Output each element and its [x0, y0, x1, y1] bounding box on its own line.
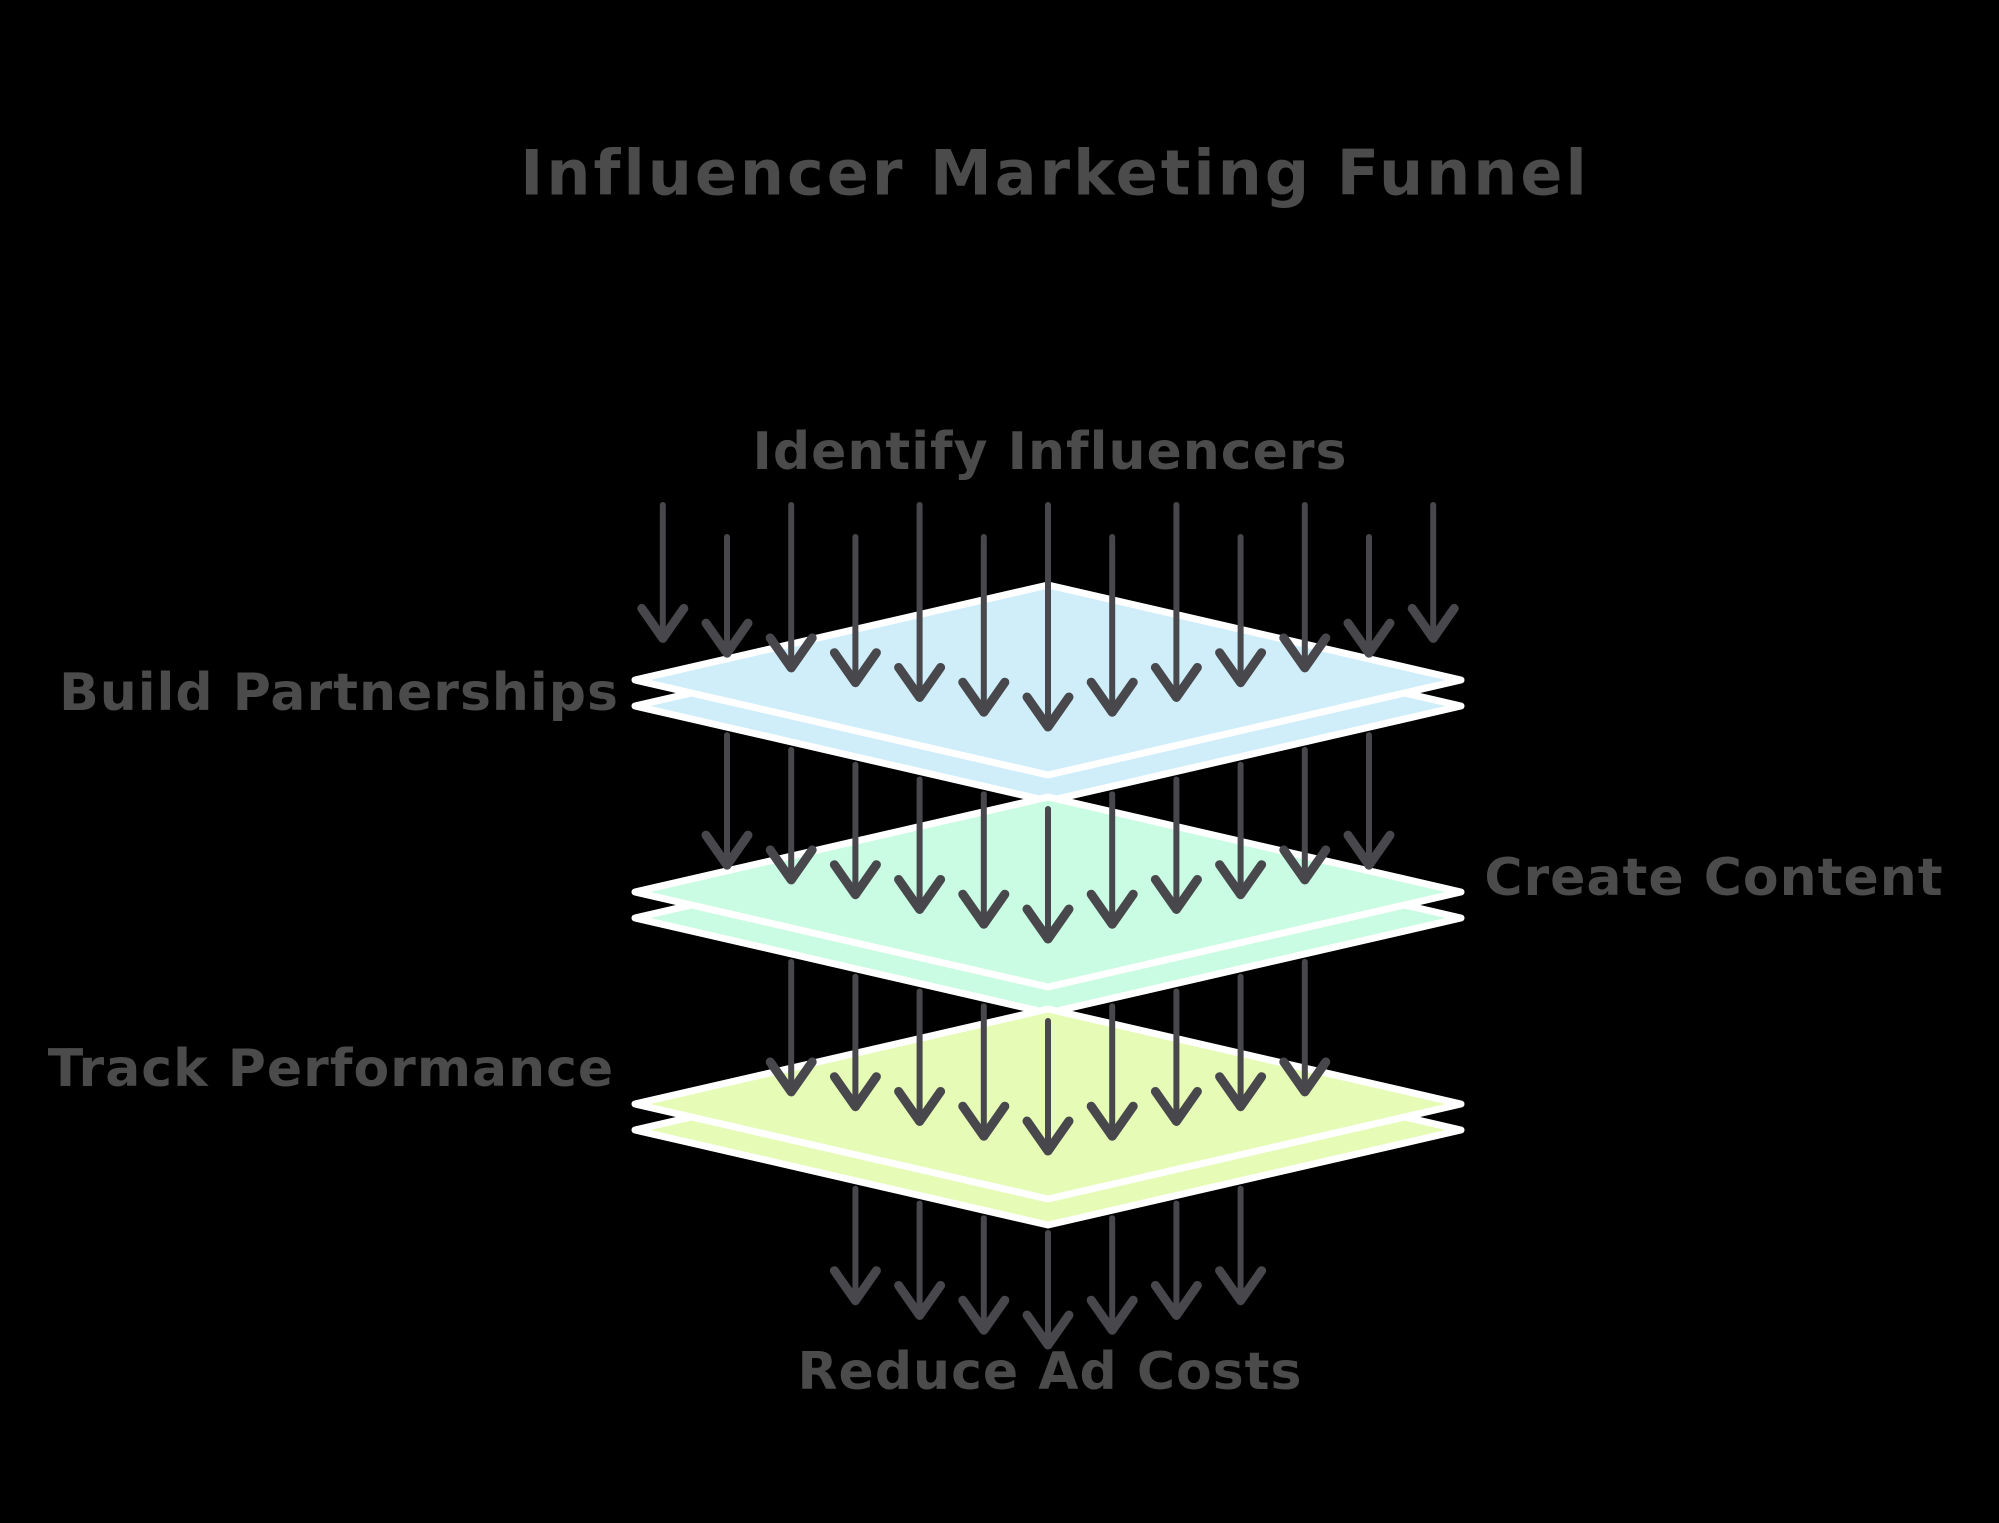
arrow-head: [1022, 1116, 1074, 1156]
funnel-shapes: [631, 502, 1465, 1350]
arrow-head: [894, 1086, 946, 1126]
page-title: Influencer Marketing Funnel: [520, 137, 1589, 210]
arrow-head: [1215, 648, 1267, 688]
flow-arrow: [894, 776, 946, 914]
arrow-head: [765, 633, 817, 673]
flow-arrow: [958, 791, 1010, 929]
arrow-head: [765, 845, 817, 885]
arrow-head: [1343, 618, 1395, 658]
arrow-head: [958, 1101, 1010, 1141]
flow-arrow: [1150, 776, 1202, 914]
flow-arrow: [1086, 534, 1138, 717]
flow-arrow: [1150, 502, 1202, 702]
flow-arrow: [765, 502, 817, 673]
arrow-set-2: [701, 732, 1395, 944]
arrow-head: [637, 603, 689, 643]
flow-arrow: [1022, 806, 1074, 944]
arrow-head: [701, 830, 753, 870]
flow-arrow: [765, 958, 817, 1097]
arrow-head: [1215, 860, 1267, 900]
arrow-head: [1279, 845, 1331, 885]
arrow-head: [829, 1266, 881, 1306]
arrow-head: [958, 677, 1010, 717]
flow-arrow: [637, 502, 689, 643]
arrow-head: [1022, 904, 1074, 944]
flow-arrow: [829, 973, 881, 1112]
flow-arrow: [829, 534, 881, 688]
flow-arrow: [701, 732, 753, 870]
arrow-head: [1279, 1057, 1331, 1097]
arrow-head: [1150, 662, 1202, 702]
arrow-head: [1086, 889, 1138, 929]
flow-arrow: [958, 1003, 1010, 1141]
arrow-head: [829, 1072, 881, 1112]
arrow-head: [1022, 692, 1074, 732]
label-reduce-ad-costs: Reduce Ad Costs: [798, 1342, 1303, 1402]
flow-arrow: [829, 761, 881, 900]
flow-arrow: [958, 1215, 1010, 1335]
flow-arrow: [1279, 746, 1331, 885]
flow-arrow: [894, 1200, 946, 1320]
flow-arrow: [1086, 1003, 1138, 1141]
flow-arrow: [765, 746, 817, 885]
arrow-head: [1407, 603, 1459, 643]
arrow-head: [1150, 1086, 1202, 1126]
arrow-head: [1150, 1280, 1202, 1320]
flow-arrow: [1215, 973, 1267, 1112]
flow-arrow: [1343, 534, 1395, 658]
arrow-head: [894, 662, 946, 702]
arrow-head: [958, 889, 1010, 929]
flow-arrow: [1086, 1215, 1138, 1335]
arrow-set-3: [765, 958, 1331, 1156]
arrow-head: [894, 1280, 946, 1320]
flow-arrow: [1022, 1230, 1074, 1350]
flow-arrow: [1150, 1200, 1202, 1320]
arrow-head: [1022, 1310, 1074, 1350]
arrow-head: [1215, 1266, 1267, 1306]
arrow-head: [765, 1057, 817, 1097]
label-create-content: Create Content: [1484, 848, 1943, 908]
flow-arrow: [829, 1185, 881, 1306]
flow-arrow: [1022, 502, 1074, 732]
arrow-set-4: [829, 1185, 1267, 1350]
flow-arrow: [1215, 761, 1267, 900]
arrow-head: [1343, 830, 1395, 870]
flow-arrow: [1086, 791, 1138, 929]
flow-arrow: [1215, 1185, 1267, 1306]
flow-arrow: [1407, 502, 1459, 643]
arrow-set-1: [637, 502, 1459, 732]
flow-arrow: [701, 534, 753, 658]
arrow-head: [829, 648, 881, 688]
arrow-head: [1150, 874, 1202, 914]
arrow-head: [701, 618, 753, 658]
label-build-partnerships: Build Partnerships: [59, 663, 619, 723]
flow-arrow: [1279, 502, 1331, 673]
flow-arrow: [1343, 732, 1395, 870]
arrow-head: [1086, 677, 1138, 717]
arrow-head: [1215, 1072, 1267, 1112]
arrow-head: [829, 860, 881, 900]
flow-arrow: [1022, 1018, 1074, 1156]
arrow-head: [958, 1295, 1010, 1335]
arrow-head: [1279, 633, 1331, 673]
arrow-head: [1086, 1101, 1138, 1141]
flow-arrow: [1279, 958, 1331, 1097]
flow-arrow: [1215, 534, 1267, 688]
flow-arrow: [1150, 988, 1202, 1126]
flow-arrow: [958, 534, 1010, 717]
label-track-performance: Track Performance: [48, 1039, 614, 1099]
flow-arrow: [894, 502, 946, 702]
label-identify-influencers: Identify Influencers: [753, 422, 1348, 482]
arrow-head: [894, 874, 946, 914]
arrow-head: [1086, 1295, 1138, 1335]
flow-arrow: [894, 988, 946, 1126]
